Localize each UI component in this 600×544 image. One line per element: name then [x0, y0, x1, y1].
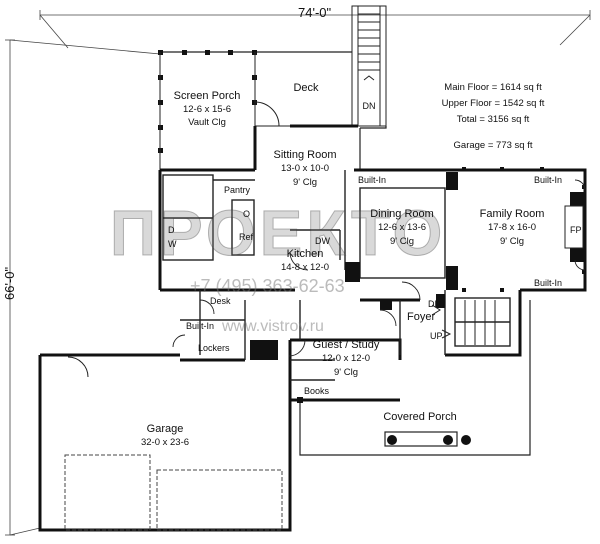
overall-depth: 66'-0" [2, 266, 17, 300]
garage-size: 32-0 x 23-6 [140, 437, 190, 448]
family-room-size: 17-8 x 16-0 [487, 222, 537, 233]
foyer-stair [431, 300, 496, 345]
covered-porch-name: Covered Porch [383, 411, 457, 423]
kitchen-size: 14-8 x 12-0 [280, 262, 330, 273]
fireplace-hearth [564, 205, 584, 249]
family-room-note: 9' Clg [500, 236, 524, 247]
pantry-label: Pantry [224, 185, 251, 195]
books-label: Books [304, 386, 330, 396]
family-room-posts [462, 167, 586, 292]
exterior-stair [351, 5, 387, 127]
watermark-logo: ПРОЕКТО [109, 197, 447, 270]
washer-label: W [168, 239, 177, 249]
overall-width: 74'-0" [298, 5, 332, 20]
screen-porch-name: Screen Porch [173, 90, 241, 102]
desk-label: Desk [210, 296, 231, 306]
total-area: Total = 3156 sq ft [456, 114, 530, 125]
main-floor-area: Main Floor = 1614 sq ft [444, 82, 542, 93]
deck-name: Deck [293, 82, 319, 94]
garage-area: Garage = 773 sq ft [453, 140, 533, 151]
upper-floor-area: Upper Floor = 1542 sq ft [441, 98, 545, 109]
door-swings [172, 179, 586, 357]
foyer-stair-up: UP [430, 331, 443, 341]
kitchen-name: Kitchen [286, 248, 324, 260]
guest-study-size: 12-0 x 12-0 [321, 353, 371, 364]
screen-porch-note: Vault Clg [188, 117, 226, 128]
foyer-name: Foyer [407, 311, 436, 323]
guest-study-name: Guest / Study [312, 339, 380, 351]
deck-stair-dn: DN [362, 101, 376, 111]
sitting-room-size: 13-0 x 10-0 [280, 163, 330, 174]
sitting-room-name: Sitting Room [273, 149, 337, 161]
ref-label: Ref [239, 232, 254, 242]
family-built-in-top-label: Built-In [534, 175, 563, 185]
sitting-room-note: 9' Clg [293, 177, 317, 188]
garage-name: Garage [146, 423, 184, 435]
screen-porch-size: 12-6 x 15-6 [182, 104, 232, 115]
dishwasher-label: DW [315, 236, 330, 246]
foyer-stair-dn: DN [428, 299, 441, 309]
watermark-phone: +7 (495) 363-62-63 [190, 276, 345, 296]
covered-porch [299, 300, 531, 456]
mud-built-in-label: Built-In [186, 321, 215, 331]
area-stats: Main Floor = 1614 sq ft Upper Floor = 15… [418, 80, 568, 154]
porch-columns [297, 397, 471, 445]
dining-room-name: Dining Room [370, 208, 434, 220]
dimension-lines [5, 10, 591, 536]
guest-study-note: 9' Clg [334, 367, 358, 378]
family-built-in-bottom-label: Built-In [534, 278, 563, 288]
lockers-label: Lockers [198, 343, 230, 353]
fireplace-label: FP [570, 225, 582, 235]
dining-room-size: 12-6 x 13-6 [377, 222, 427, 233]
family-room-name: Family Room [479, 208, 545, 220]
garage-door-swing [67, 356, 89, 378]
watermark-url: www.vistrov.ru [222, 318, 324, 335]
dining-built-in-label: Built-In [358, 175, 387, 185]
garage-doors [64, 454, 283, 531]
oven-label: O [243, 209, 251, 219]
dryer-label: D [168, 225, 175, 235]
dining-room-note: 9' Clg [390, 236, 414, 247]
